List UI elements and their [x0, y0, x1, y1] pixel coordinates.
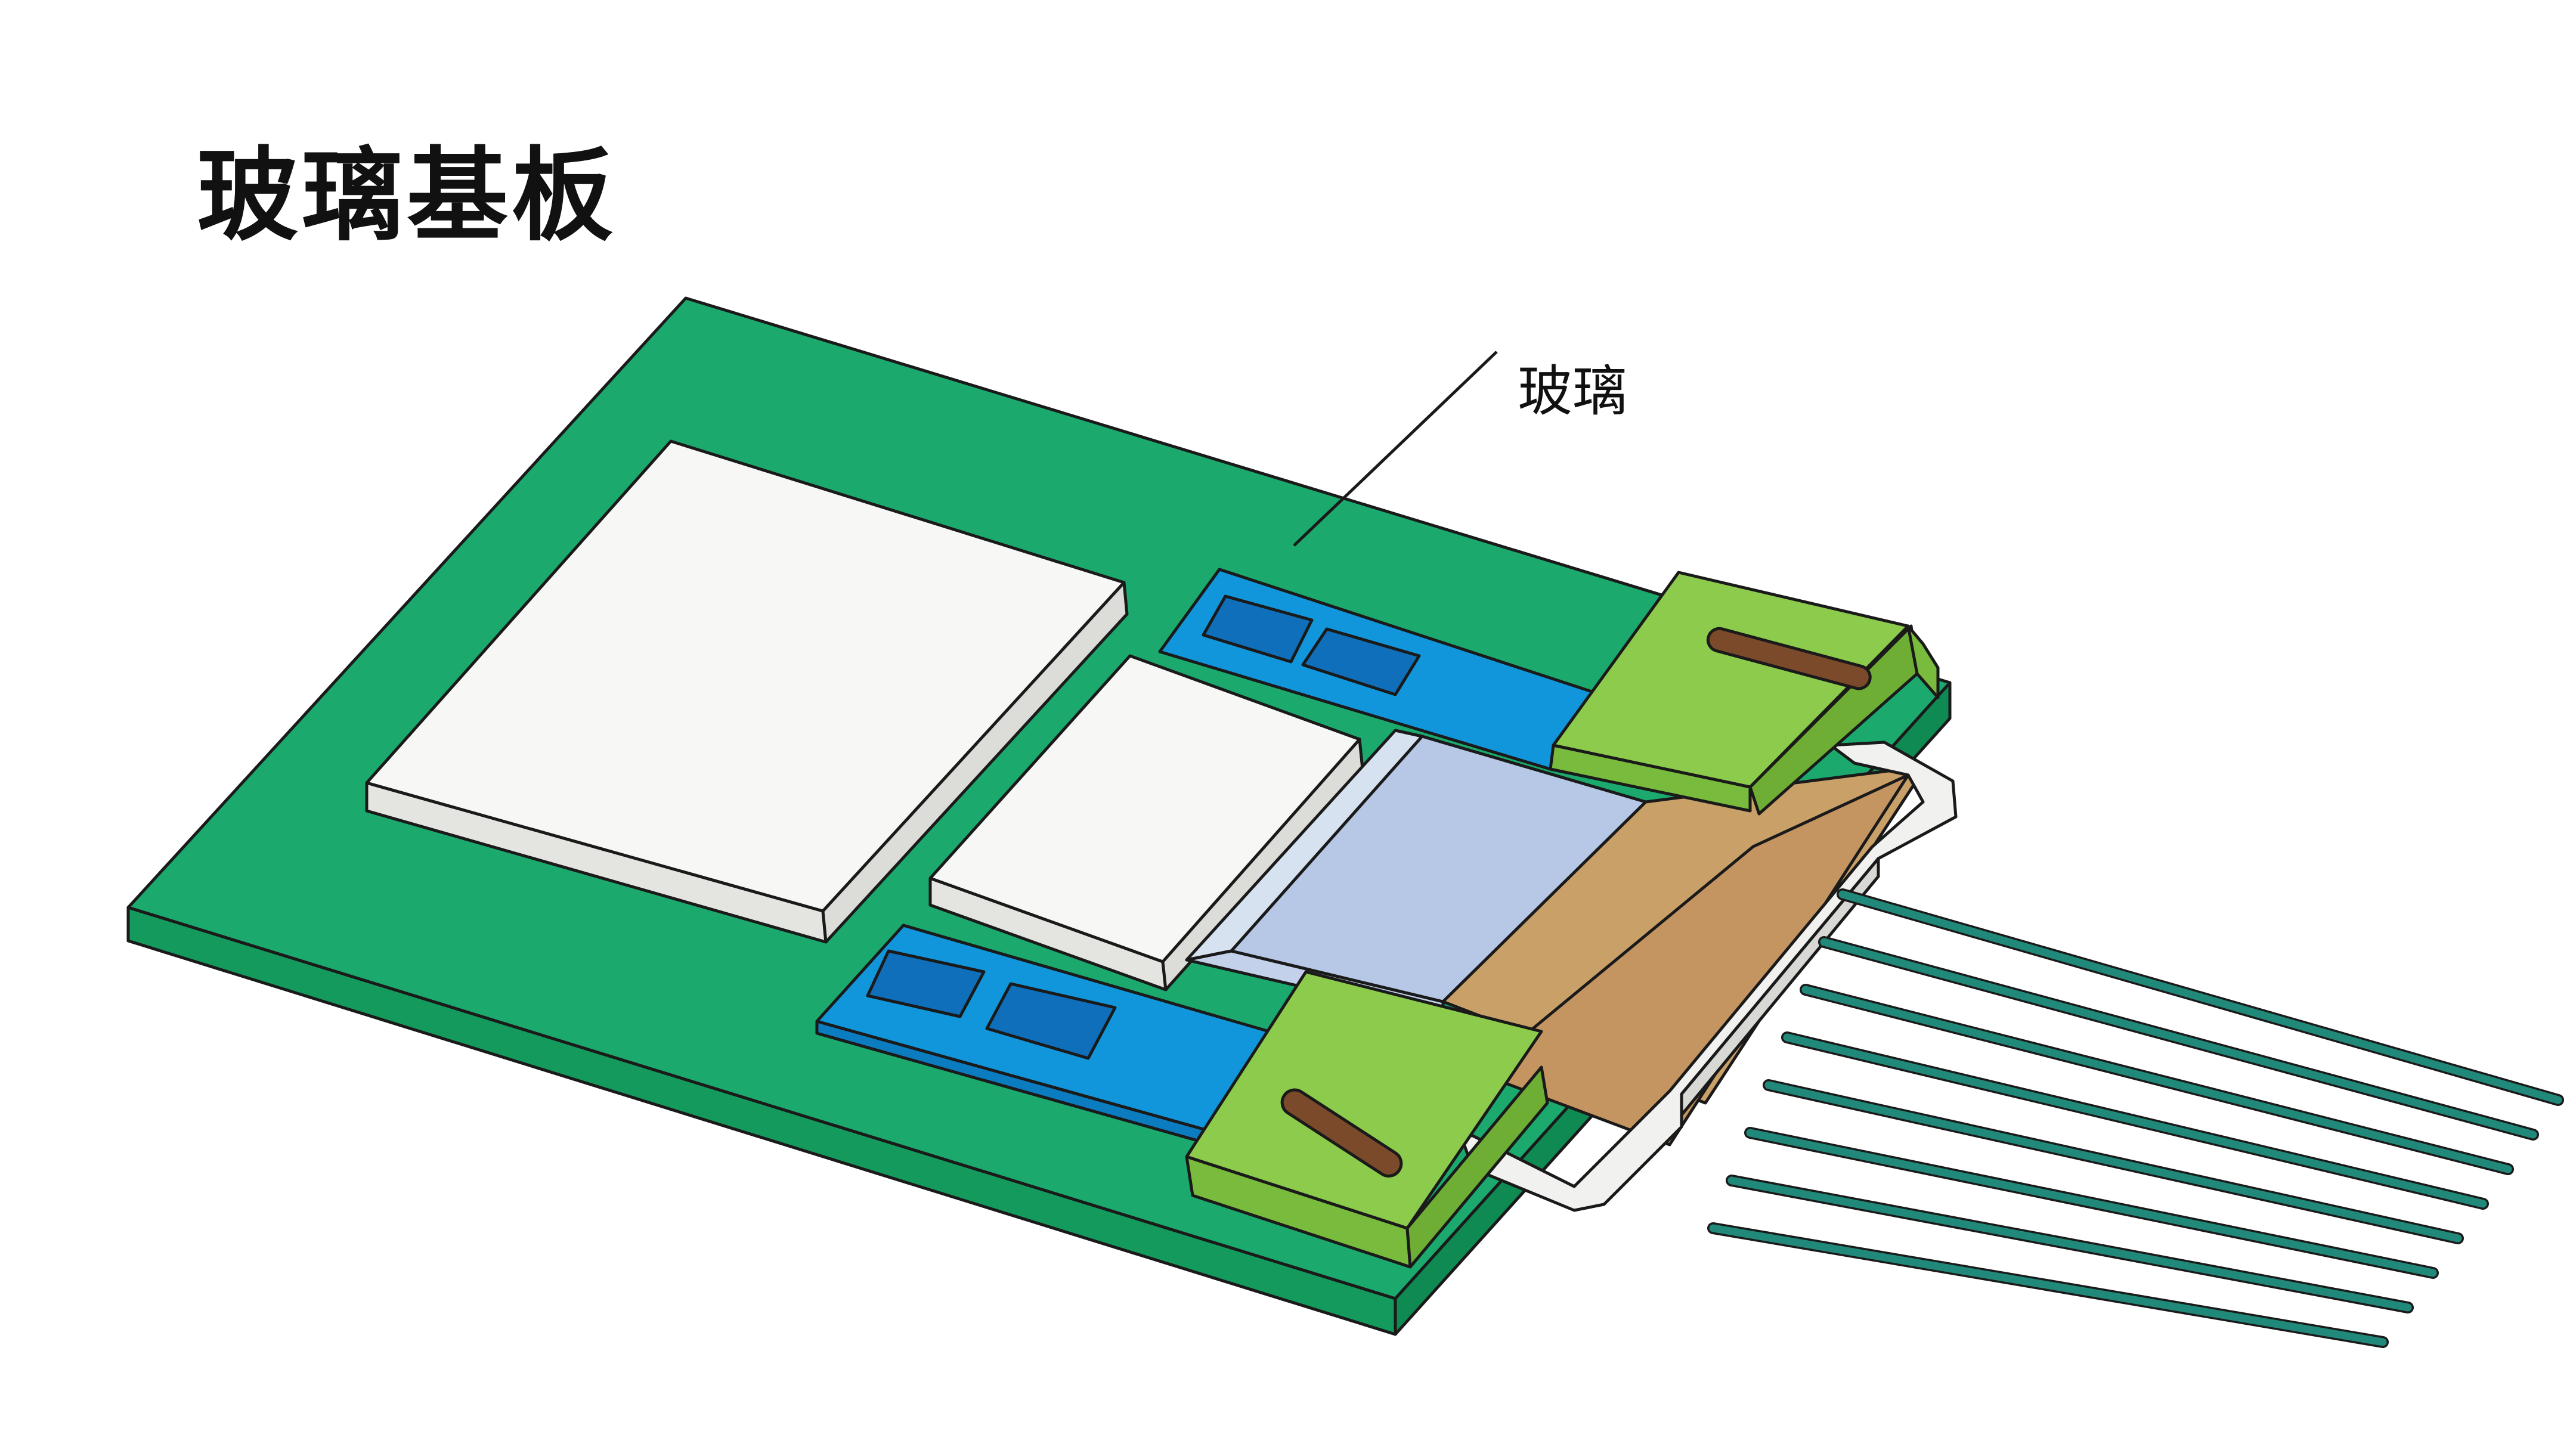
fiber-1	[1838, 890, 2562, 1104]
blue-pad-3	[866, 949, 986, 1018]
blue-pad-4	[985, 982, 1117, 1060]
fiber-2	[1820, 938, 2537, 1139]
fiber-bundle	[1707, 888, 2564, 1348]
lower-clamp-front	[1405, 1065, 1549, 1269]
callout-leader-line	[1293, 351, 1498, 547]
lower-clamp-top	[1185, 970, 1543, 1230]
callout-label: 玻璃	[1518, 360, 1627, 423]
fiber-6	[1746, 1129, 2437, 1277]
fiber-3	[1801, 986, 2512, 1173]
upper-clamp-right-edge	[1906, 624, 1940, 699]
fiber-5	[1764, 1081, 2462, 1243]
diagram-title: 玻璃基板	[197, 137, 617, 255]
fiber-4	[1783, 1033, 2487, 1208]
large-chip-top	[365, 439, 1126, 913]
lower-pin	[1280, 1088, 1403, 1178]
upper-pin	[1706, 627, 1872, 690]
small-chip-top	[928, 654, 1361, 963]
connector-frame-edge	[1680, 857, 1880, 1117]
connector-frame	[1459, 741, 1958, 1212]
blue-pad-2	[1301, 627, 1421, 696]
blue-pad-1	[1202, 594, 1314, 664]
fiber-7	[1727, 1176, 2412, 1312]
fiber-8	[1709, 1224, 2387, 1346]
